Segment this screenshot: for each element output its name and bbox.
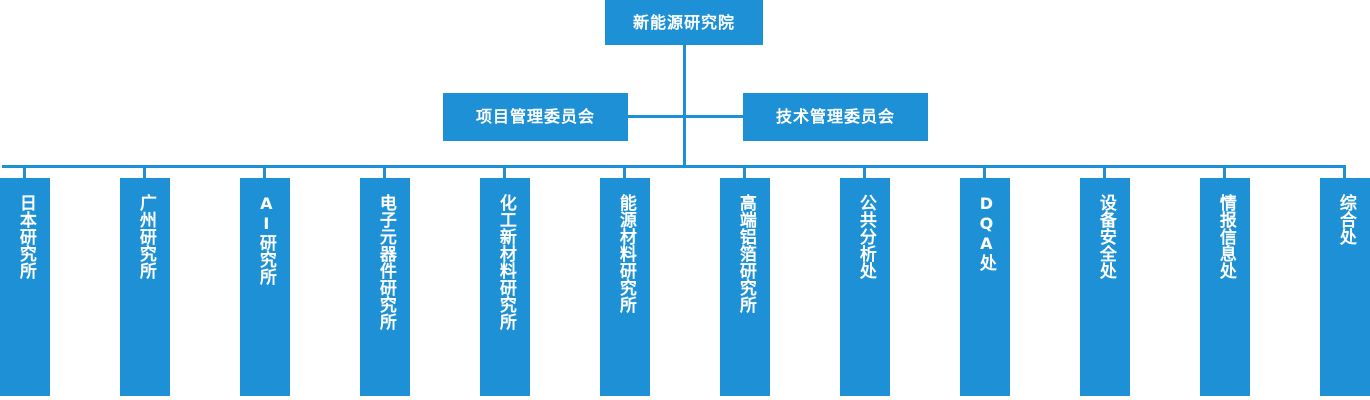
org-node-department-10-label: 情报信息处 (1215, 194, 1236, 279)
org-node-department-5-label: 能源材料研究所 (615, 194, 636, 313)
connector-drop-6 (743, 165, 746, 178)
connector-root-to-bus (683, 45, 686, 167)
org-node-department-11-label: 综合处 (1335, 194, 1356, 245)
org-node-committee-technical[interactable]: 技术管理委员会 (743, 93, 928, 141)
org-node-department-1-label: 广州研究所 (135, 194, 156, 279)
org-node-department-4-label: 化工新材料研究所 (495, 194, 516, 330)
connector-department-bus (2, 165, 1344, 168)
org-node-root-label: 新能源研究院 (632, 12, 735, 32)
connector-drop-9 (1103, 165, 1106, 178)
connector-committee-crossbar (628, 115, 743, 118)
org-node-department-10[interactable]: 情报信息处 (1200, 178, 1250, 396)
org-node-committee-technical-label: 技术管理委员会 (775, 107, 895, 127)
org-node-department-5[interactable]: 能源材料研究所 (600, 178, 650, 396)
org-node-department-6-label: 高端铝箔研究所 (735, 194, 756, 313)
org-node-department-3-label: 电子元器件研究所 (375, 194, 396, 330)
org-node-department-11[interactable]: 综合处 (1320, 178, 1370, 396)
org-node-department-2[interactable]: AI研究所 (240, 178, 290, 396)
org-node-department-0-label: 日本研究所 (15, 194, 36, 279)
org-node-committee-project[interactable]: 项目管理委员会 (443, 93, 628, 141)
org-node-department-9[interactable]: 设备安全处 (1080, 178, 1130, 396)
connector-drop-3 (383, 165, 386, 178)
connector-drop-7 (863, 165, 866, 178)
connector-drop-4 (503, 165, 506, 178)
connector-drop-11 (1343, 165, 1346, 178)
connector-drop-0 (23, 165, 26, 178)
org-node-department-8[interactable]: DQA处 (960, 178, 1010, 396)
connector-drop-8 (983, 165, 986, 178)
org-node-department-4[interactable]: 化工新材料研究所 (480, 178, 530, 396)
connector-drop-1 (143, 165, 146, 178)
org-node-department-7-label: 公共分析处 (855, 194, 876, 279)
connector-drop-5 (623, 165, 626, 178)
org-node-department-1[interactable]: 广州研究所 (120, 178, 170, 396)
org-node-department-8-label: DQA处 (975, 194, 996, 271)
org-node-department-7[interactable]: 公共分析处 (840, 178, 890, 396)
connector-drop-10 (1223, 165, 1226, 178)
org-node-department-9-label: 设备安全处 (1095, 194, 1116, 279)
org-node-department-0[interactable]: 日本研究所 (0, 178, 50, 396)
org-node-root[interactable]: 新能源研究院 (605, 0, 763, 45)
org-node-committee-project-label: 项目管理委员会 (475, 107, 595, 127)
org-node-department-6[interactable]: 高端铝箔研究所 (720, 178, 770, 396)
connector-drop-2 (263, 165, 266, 178)
org-node-department-2-label: AI研究所 (255, 194, 276, 285)
org-node-department-3[interactable]: 电子元器件研究所 (360, 178, 410, 396)
